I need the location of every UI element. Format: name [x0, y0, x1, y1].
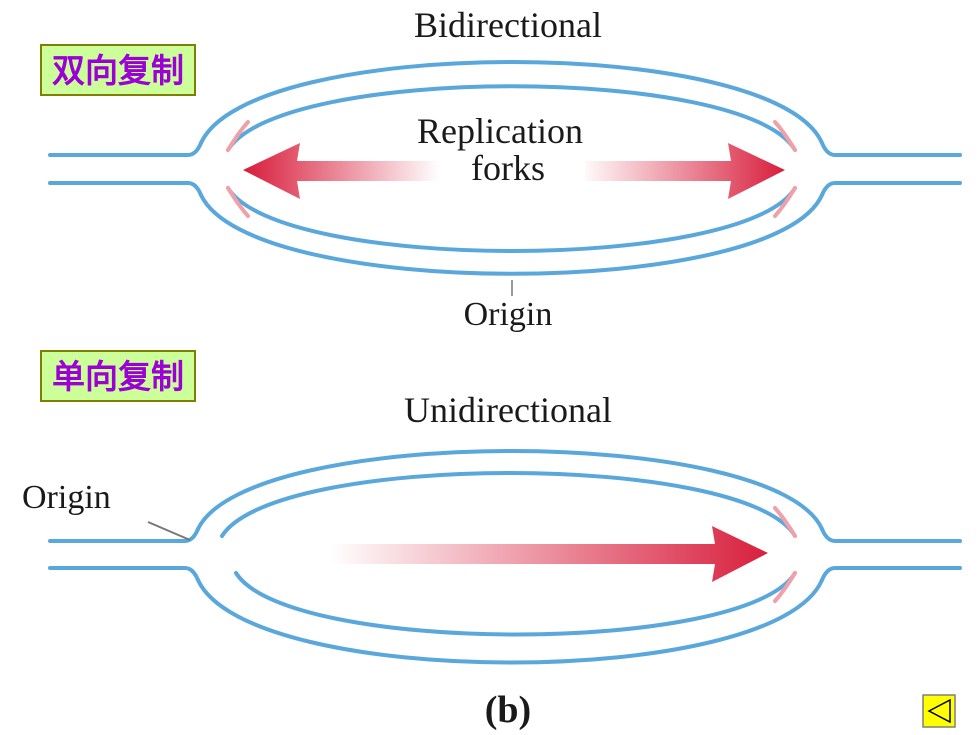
new-strand-right-bottom [773, 186, 797, 218]
uni-outer-loop-bottom [196, 578, 824, 665]
right-strand-bottom [820, 181, 962, 197]
uni-outer-loop-top [196, 449, 824, 531]
origin-pointer-bottom [147, 521, 191, 541]
fork-arrow-unidirectional [330, 526, 768, 582]
fork-highlights-bidirectional [226, 120, 797, 218]
inner-loop-top [226, 84, 797, 152]
fork-highlights-unidirectional [773, 506, 797, 603]
new-strand-right-top [773, 120, 797, 152]
uni-right-strand-bottom [820, 566, 962, 582]
right-strand-top [820, 141, 962, 157]
panel-label: (b) [485, 689, 531, 731]
bidirectional-title: Bidirectional [414, 5, 602, 45]
origin-label-bottom: Origin [22, 479, 111, 516]
left-strand-bottom [48, 181, 203, 197]
replication-forks-label-line1: Replication [417, 111, 583, 151]
uni-new-strand-top [773, 506, 797, 538]
origin-label-top: Origin [464, 296, 553, 333]
outer-loop-bottom [199, 193, 824, 276]
bidirectional-bubble [48, 60, 962, 276]
fork-arrow-left [243, 143, 440, 199]
bidirectional-label-cn: 双向复制 [40, 44, 196, 96]
fork-arrow-right [585, 143, 785, 199]
unidirectional-bubble [48, 449, 962, 665]
replication-forks-label-line2: forks [471, 148, 545, 188]
uni-new-strand-bottom [773, 571, 797, 603]
left-strand-top [48, 141, 203, 157]
new-strand-left-bottom [226, 186, 250, 218]
inner-loop-bottom [226, 186, 797, 253]
uni-inner-loop-bottom [234, 571, 797, 637]
uni-left-strand-bottom [48, 566, 200, 582]
triangle-left-icon [927, 698, 951, 724]
uni-right-strand-top [820, 527, 962, 543]
new-strand-left-top [226, 120, 250, 152]
uni-inner-loop-top [220, 471, 797, 538]
back-button[interactable] [922, 694, 956, 728]
unidirectional-title: Unidirectional [404, 390, 612, 430]
uni-left-strand-top [48, 527, 200, 543]
outer-loop-top [199, 60, 824, 145]
unidirectional-label-cn: 单向复制 [40, 350, 196, 402]
